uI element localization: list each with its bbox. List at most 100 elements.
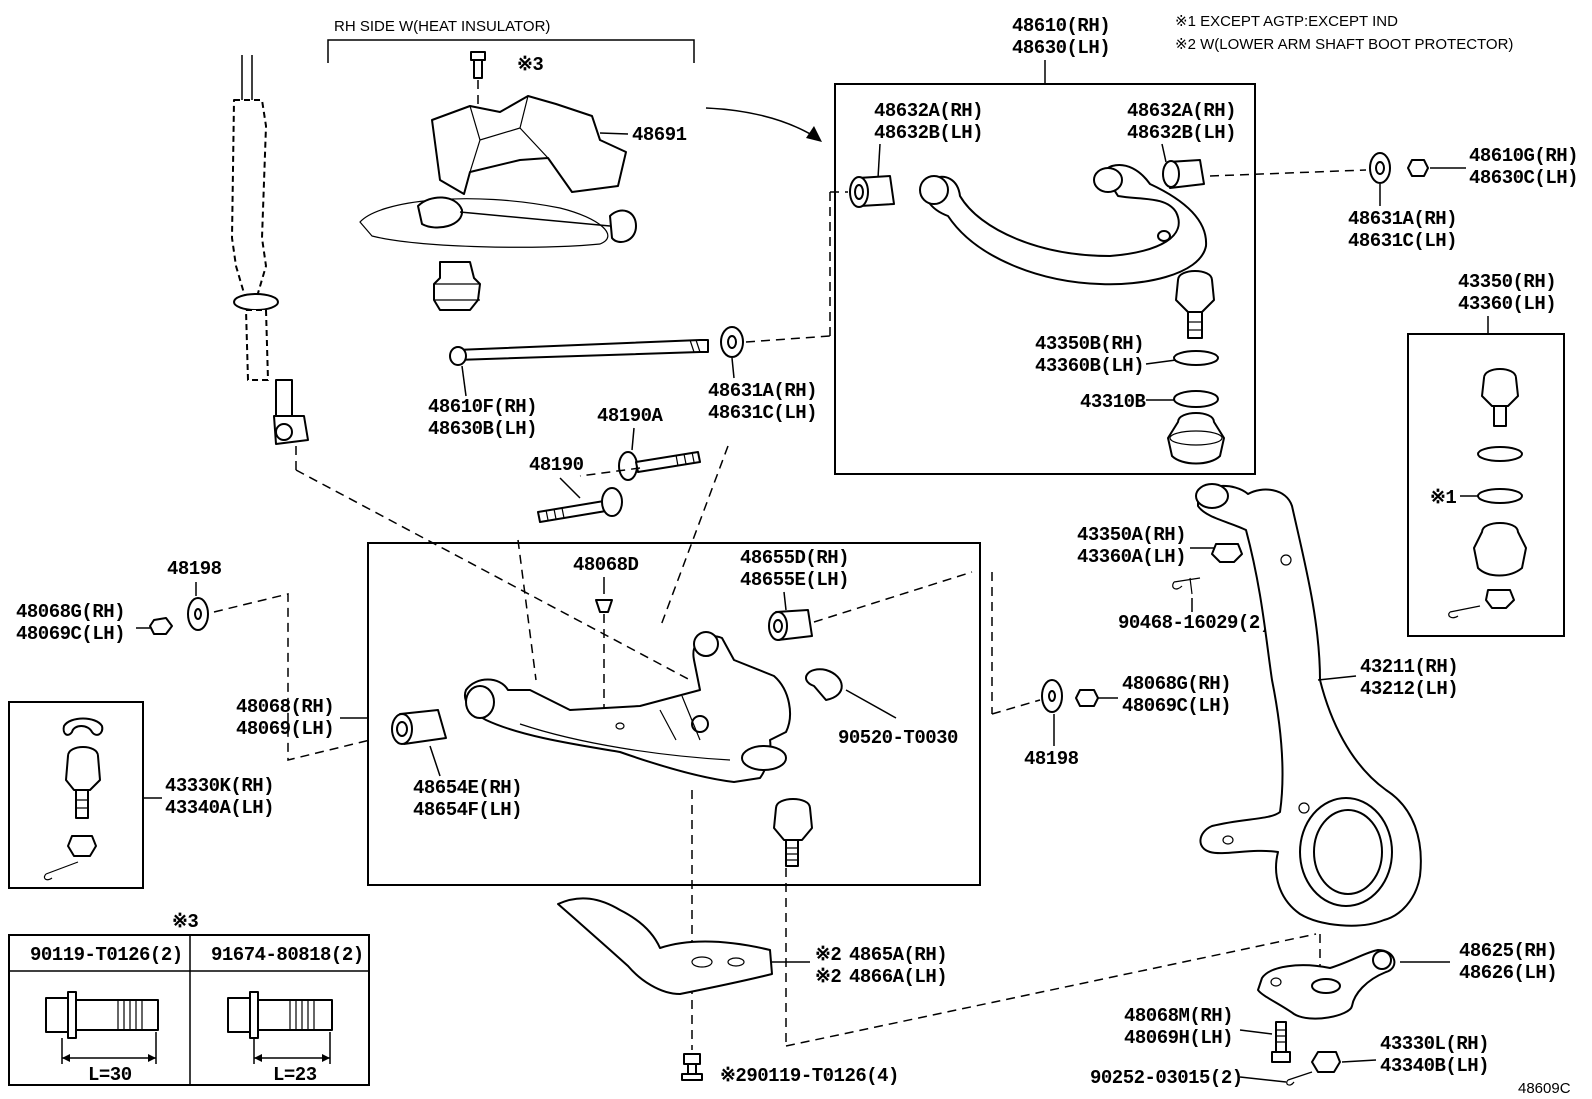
shaft-boot-protector [557, 897, 810, 995]
label-48068g-right: 48068G(RH) [1122, 673, 1231, 695]
label-43340a: 43340A(LH) [165, 797, 274, 819]
label-48632a-right: 48632A(RH) [1127, 100, 1236, 122]
label-48632b-right: 48632B(LH) [1127, 122, 1236, 144]
label-48068: 48068(RH) [236, 696, 334, 718]
figure-id: 48609C [1518, 1080, 1571, 1097]
label-43211: 43211(RH) [1360, 656, 1458, 678]
label-48654e: 48654E(RH) [413, 777, 522, 799]
label-48610g: 48610G(RH) [1469, 145, 1578, 167]
bolt-table-header-2: 91674-80818(2) [211, 944, 364, 966]
shock-absorber [231, 55, 691, 681]
upper-bushing-left [849, 175, 895, 208]
lower-ball-joint-mid [773, 798, 813, 867]
label-48655e: 48655E(LH) [740, 569, 849, 591]
label-48691: 48691 [632, 124, 687, 146]
heat-insulator-48691 [431, 95, 627, 195]
label-90468: 90468-16029(2) [1118, 612, 1271, 634]
bolt-table: ※3 90119-T0126(2) 91674-80818(2) L=30 [8, 911, 370, 1086]
label-48630c: 48630C(LH) [1469, 167, 1578, 189]
label-43330k: 43330K(RH) [165, 775, 274, 797]
label-48655d: 48655D(RH) [740, 547, 849, 569]
bolt-table-frame [8, 934, 370, 1086]
bolt-table-mark3: ※3 [172, 911, 198, 933]
upper-ball-joint [1167, 270, 1225, 465]
label-4866a: 4866A(LH) [849, 966, 947, 988]
bolt-91674-80818 [227, 991, 333, 1064]
lower-arm-hardware-left: 48198 48068G(RH) 48069C(LH) [16, 558, 371, 761]
label-43340b: 43340B(LH) [1380, 1055, 1489, 1077]
label-43212: 43212(LH) [1360, 678, 1458, 700]
label-48068g-left: 48068G(RH) [16, 601, 125, 623]
label-43360: 43360(LH) [1458, 293, 1556, 315]
label-48069c-right: 48069C(LH) [1122, 695, 1231, 717]
label-43360b: 43360B(LH) [1035, 355, 1144, 377]
label-43350b: 43350B(RH) [1035, 333, 1144, 355]
label-90119-bottom: ※290119-T0126(4) [720, 1065, 899, 1087]
label-48631c-mid: 48631C(LH) [708, 402, 817, 424]
label-48631a-right: 48631A(RH) [1348, 208, 1457, 230]
label-48610f: 48610F(RH) [428, 396, 537, 418]
label-43350a: 43350A(RH) [1077, 524, 1186, 546]
label-48630b: 48630B(LH) [428, 418, 537, 440]
lower-arm-hardware-right: 48068G(RH) 48069C(LH) 48198 [991, 572, 1232, 770]
label-48632a-left: 48632A(RH) [874, 100, 983, 122]
label-48069c-left: 48069C(LH) [16, 623, 125, 645]
upper-control-arm [924, 164, 1208, 286]
label-43350: 43350(RH) [1458, 271, 1556, 293]
lower-ball-joint-frame [8, 701, 144, 889]
note-except-agtp: ※1 EXCEPT AGTP:EXCEPT IND [1175, 13, 1398, 30]
label-90520: 90520-T0030 [838, 727, 958, 749]
lower-control-arm [464, 635, 791, 783]
label-43360a: 43360A(LH) [1077, 546, 1186, 568]
ball-joint-kit-frame [1407, 333, 1565, 637]
label-48654f: 48654F(LH) [413, 799, 522, 821]
label-48625: 48625(RH) [1459, 940, 1557, 962]
bolt-length-2: L=23 [273, 1064, 317, 1086]
cam-bolts: 48190A 48190 [517, 405, 729, 681]
upper-arm-shaft [449, 191, 848, 366]
label-43330l: 43330L(RH) [1380, 1033, 1489, 1055]
label-43310b: 43310B [1080, 391, 1146, 413]
rh-side-label: RH SIDE W(HEAT INSULATOR) [334, 18, 550, 35]
steering-knuckle: 43350A(RH) 43360A(LH) 90468-16029(2) 432… [1077, 483, 1459, 927]
label-48198-right: 48198 [1024, 748, 1079, 770]
note-boot-protector: ※2 W(LOWER ARM SHAFT BOOT PROTECTOR) [1175, 36, 1513, 53]
label-48630: 48630(LH) [1012, 37, 1110, 59]
label-48190a: 48190A [597, 405, 664, 427]
upper-bushing-right [1162, 159, 1205, 189]
label-48632b-left: 48632B(LH) [874, 122, 983, 144]
rh-side-bracket [327, 39, 695, 63]
lower-bushing-front [391, 709, 447, 745]
protector-bolt [681, 1053, 703, 1081]
bolt-length-1: L=30 [88, 1064, 132, 1086]
upper-arm-box: 48610(RH) 48630(LH) 48632A(RH) 48632B(LH… [834, 15, 1367, 475]
label-48068m: 48068M(RH) [1124, 1005, 1233, 1027]
mark2-b: ※2 [815, 966, 841, 988]
lower-ball-joint-kit [8, 701, 144, 889]
label-48190: 48190 [529, 454, 584, 476]
label-48069h: 48069H(LH) [1124, 1027, 1233, 1049]
mark1: ※1 [1430, 487, 1456, 509]
heat-insulator-group: RH SIDE W(HEAT INSULATOR) ※3 48691 [327, 18, 822, 311]
label-48631c-right: 48631C(LH) [1348, 230, 1457, 252]
knuckle-arm-bolts [1271, 1021, 1341, 1086]
label-48069: 48069(LH) [236, 718, 334, 740]
lower-arm-box: 48068D 48655D(RH) 48655E(LH) 48654E(RH) … [367, 542, 981, 1050]
lower-bushing-rear [768, 609, 813, 641]
upper-arm-hardware-right: 48610G(RH) 48630C(LH) 48631A(RH) 48631C(… [1348, 145, 1579, 252]
mark3-top: ※3 [517, 54, 543, 76]
label-4865a: 4865A(RH) [849, 944, 947, 966]
label-48626: 48626(LH) [1459, 962, 1557, 984]
label-48631a-mid: 48631A(RH) [708, 380, 817, 402]
lower-arm-frame [367, 542, 981, 886]
upper-ball-joint-kit: 43350(RH) 43360(LH) ※1 [1407, 271, 1565, 637]
upper-arm-frame [834, 83, 1256, 475]
knuckle-arm: 48625(RH) 48626(LH) [1257, 934, 1558, 1020]
label-48610: 48610(RH) [1012, 15, 1110, 37]
bolt-90119-t0126 [45, 991, 159, 1064]
mark2-a: ※2 [815, 944, 841, 966]
bolt-table-header-1: 90119-T0126(2) [30, 944, 183, 966]
label-48068d: 48068D [573, 554, 639, 576]
label-48198-left: 48198 [167, 558, 222, 580]
